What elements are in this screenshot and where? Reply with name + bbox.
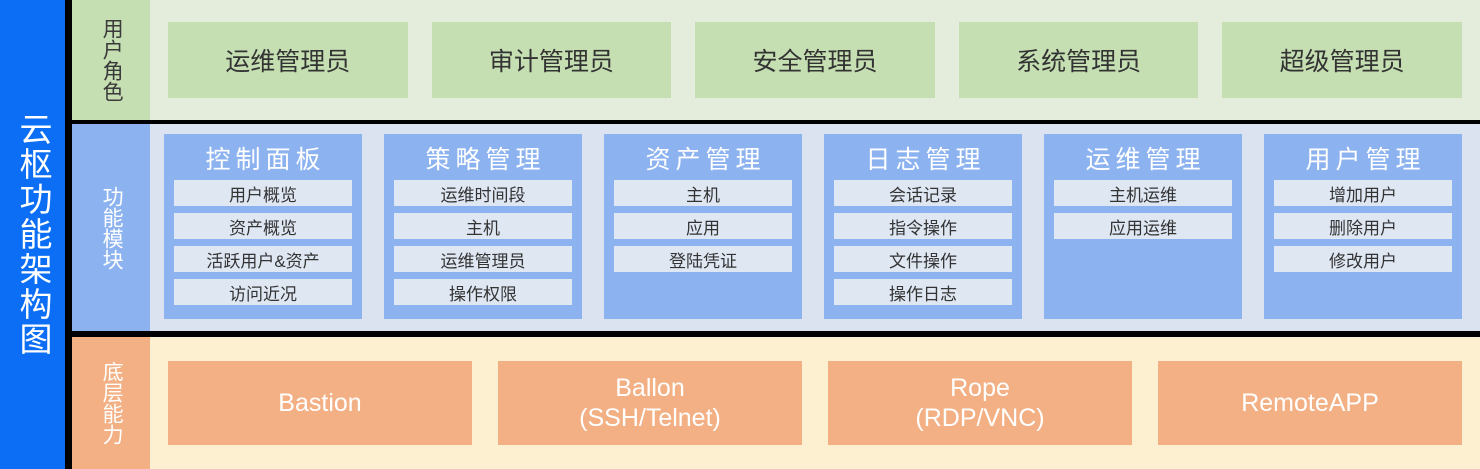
module-item[interactable]: 资产概览 <box>174 213 352 239</box>
module-card-ops-management[interactable]: 运维管理 主机运维 应用运维 <box>1044 134 1242 319</box>
function-modules-label: 功能模块 <box>72 124 150 331</box>
module-item[interactable]: 操作权限 <box>394 279 572 305</box>
base-capability-label-text: 底层能力 <box>100 361 124 445</box>
role-box[interactable]: 运维管理员 <box>168 22 408 98</box>
role-box[interactable]: 安全管理员 <box>695 22 935 98</box>
module-title: 运维管理 <box>1085 146 1206 174</box>
function-modules-body: 控制面板 用户概览 资产概览 活跃用户&资产 访问近况 策略管理 运维时间段 主… <box>150 124 1480 331</box>
user-roles-label: 用户角色 <box>72 0 150 120</box>
module-card-user-management[interactable]: 用户管理 增加用户 删除用户 修改用户 <box>1264 134 1462 319</box>
role-box[interactable]: 审计管理员 <box>431 22 672 98</box>
function-modules-row: 功能模块 控制面板 用户概览 资产概览 活跃用户&资产 访问近况 策略管理 运维… <box>72 124 1480 331</box>
module-title: 控制面板 <box>205 146 326 174</box>
module-item[interactable]: 活跃用户&资产 <box>174 246 352 272</box>
module-item[interactable]: 主机运维 <box>1054 180 1232 206</box>
role-box[interactable]: 超级管理员 <box>1222 22 1462 98</box>
module-item[interactable]: 会话记录 <box>834 180 1012 206</box>
module-item[interactable]: 主机 <box>614 180 792 206</box>
module-card-asset-management[interactable]: 资产管理 主机 应用 登陆凭证 <box>604 134 802 319</box>
module-item[interactable]: 运维时间段 <box>394 180 572 206</box>
module-item[interactable]: 登陆凭证 <box>614 246 792 272</box>
module-item[interactable]: 应用运维 <box>1054 213 1232 239</box>
user-roles-row: 用户角色 运维管理员 审计管理员 安全管理员 系统管理员 超级管理员 <box>72 0 1480 120</box>
base-capability-label: 底层能力 <box>72 337 150 469</box>
base-box-remoteapp[interactable]: RemoteAPP <box>1158 361 1462 445</box>
module-item[interactable]: 应用 <box>614 213 792 239</box>
base-box-name: Ballon <box>615 374 685 402</box>
base-box-bastion[interactable]: Bastion <box>168 361 472 445</box>
module-title: 用户管理 <box>1305 146 1426 174</box>
module-item[interactable]: 访问近况 <box>174 279 352 305</box>
module-title: 资产管理 <box>645 146 766 174</box>
module-item[interactable]: 用户概览 <box>174 180 352 206</box>
base-box-ballon[interactable]: Ballon (SSH/Telnet) <box>498 361 802 445</box>
module-item[interactable]: 操作日志 <box>834 279 1012 305</box>
module-card-policy-management[interactable]: 策略管理 运维时间段 主机 运维管理员 操作权限 <box>384 134 582 319</box>
module-title: 日志管理 <box>865 146 986 174</box>
module-card-log-management[interactable]: 日志管理 会话记录 指令操作 文件操作 操作日志 <box>824 134 1022 319</box>
user-roles-label-text: 用户角色 <box>100 18 124 102</box>
module-card-control-panel[interactable]: 控制面板 用户概览 资产概览 活跃用户&资产 访问近况 <box>164 134 362 319</box>
role-box[interactable]: 系统管理员 <box>958 22 1199 98</box>
base-box-name: Rope <box>950 374 1010 402</box>
module-title: 策略管理 <box>425 146 546 174</box>
module-item[interactable]: 指令操作 <box>834 213 1012 239</box>
base-capability-body: Bastion Ballon (SSH/Telnet) Rope (RDP/VN… <box>150 337 1480 469</box>
user-roles-body: 运维管理员 审计管理员 安全管理员 系统管理员 超级管理员 <box>150 0 1480 120</box>
diagram-title-bar: 云枢功能架构图 <box>0 0 65 469</box>
function-modules-label-text: 功能模块 <box>100 185 124 270</box>
module-item[interactable]: 修改用户 <box>1274 246 1452 272</box>
module-item[interactable]: 增加用户 <box>1274 180 1452 206</box>
module-item[interactable]: 运维管理员 <box>394 246 572 272</box>
base-box-name: Bastion <box>278 389 362 417</box>
base-box-rope[interactable]: Rope (RDP/VNC) <box>828 361 1132 445</box>
diagram-title: 云枢功能架构图 <box>14 112 52 357</box>
base-box-sub: (SSH/Telnet) <box>579 404 721 432</box>
base-box-sub: (RDP/VNC) <box>915 404 1045 432</box>
module-item[interactable]: 主机 <box>394 213 572 239</box>
base-capability-row: 底层能力 Bastion Ballon (SSH/Telnet) Rope (R… <box>72 337 1480 469</box>
module-item[interactable]: 删除用户 <box>1274 213 1452 239</box>
module-item[interactable]: 文件操作 <box>834 246 1012 272</box>
base-box-name: RemoteAPP <box>1241 389 1379 417</box>
